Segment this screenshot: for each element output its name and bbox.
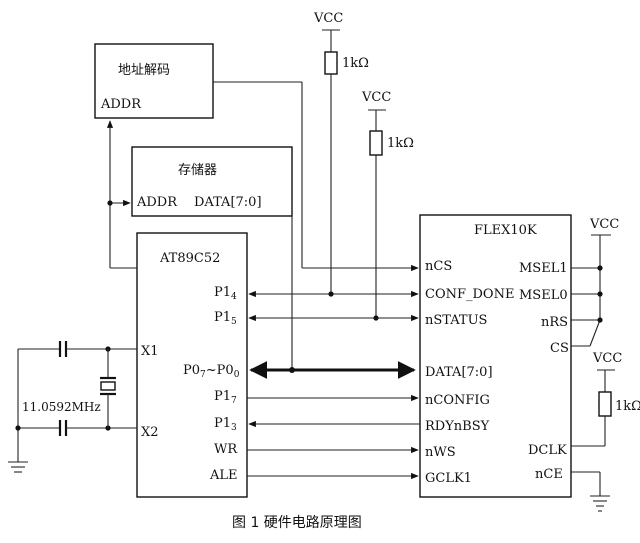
fpga-pin-nconfig: nCONFIG <box>425 393 490 408</box>
fpga-pin-msel0: MSEL0 <box>519 288 568 303</box>
fpga-pin-cs: CS <box>550 341 569 356</box>
fpga-name: FLEX10K <box>474 223 537 238</box>
memory-addr-pin: ADDR <box>136 195 178 210</box>
vcc-label-4: VCC <box>592 351 622 366</box>
fpga-pin-gclk1: GCLK1 <box>425 471 472 486</box>
fpga-block <box>419 214 572 498</box>
memory-data-pin: DATA[7:0] <box>194 195 262 210</box>
mcu-block <box>136 232 248 498</box>
resistor-1 <box>324 51 338 75</box>
data-bus <box>249 361 416 379</box>
memory-title: 存储器 <box>178 163 217 178</box>
vcc-label-1: VCC <box>313 11 343 26</box>
fpga-pin-nws: nWS <box>425 445 456 460</box>
mcu-pin-p17: P17 <box>214 389 237 406</box>
crystal-frequency: 11.0592MHz <box>22 400 101 414</box>
vcc-pullup-dclk: VCC 1kΩ <box>571 351 640 447</box>
vcc-msel-tie: VCC <box>571 217 619 347</box>
resistor-3 <box>598 391 612 417</box>
mcu-pin-wr: WR <box>214 442 238 457</box>
fpga-pin-ncs: nCS <box>425 259 452 274</box>
mcu-pin-p14: P14 <box>214 285 237 302</box>
fpga-pin-dclk: DCLK <box>528 443 567 458</box>
mcu-pin-p0: P07~P00 <box>183 363 240 380</box>
fpga-pin-nce: nCE <box>535 467 563 482</box>
mcu-pin-ale: ALE <box>209 468 238 483</box>
crystal-icon <box>100 381 116 391</box>
fpga-pin-rdynbsy: RDYnBSY <box>425 419 490 434</box>
address-decoder-block <box>94 43 214 119</box>
fpga-pin-nstatus: nSTATUS <box>425 313 487 328</box>
fpga-pin-conf-done: CONF_DONE <box>425 287 514 302</box>
conf-done-line <box>248 290 419 298</box>
ncs-select-line <box>213 81 419 272</box>
mcu-pin-p13: P13 <box>214 416 237 433</box>
vcc-pullup-ncs: VCC 1kΩ <box>313 11 369 296</box>
nce-ground <box>571 471 610 512</box>
nstatus-line <box>248 314 419 322</box>
mcu-pin-x2: X2 <box>141 425 159 440</box>
vcc-label-3: VCC <box>589 217 619 232</box>
mcu-pin-p15: P15 <box>214 310 237 327</box>
decoder-addr-pin: ADDR <box>100 97 142 112</box>
fpga-pin-msel1: MSEL1 <box>519 261 568 276</box>
mcu-name: AT89C52 <box>159 251 220 266</box>
mcu-pin-x1: X1 <box>141 344 159 359</box>
resistor-2-value: 1kΩ <box>387 136 414 151</box>
resistor-2 <box>369 130 383 156</box>
decoder-title: 地址解码 <box>118 63 170 78</box>
vcc-pullup-nstatus: VCC 1kΩ <box>361 90 414 318</box>
memory-block <box>131 146 293 217</box>
vcc-label-2: VCC <box>361 90 391 105</box>
address-bus <box>106 120 137 269</box>
resistor-3-value: 1kΩ <box>615 399 640 414</box>
fpga-pin-data: DATA[7:0] <box>425 365 493 380</box>
crystal-circuit: 11.0592MHz <box>8 341 137 473</box>
fpga-pin-nrs: nRS <box>541 315 568 330</box>
resistor-1-value: 1kΩ <box>342 56 369 71</box>
figure-caption: 图 1 硬件电路原理图 <box>232 515 362 531</box>
